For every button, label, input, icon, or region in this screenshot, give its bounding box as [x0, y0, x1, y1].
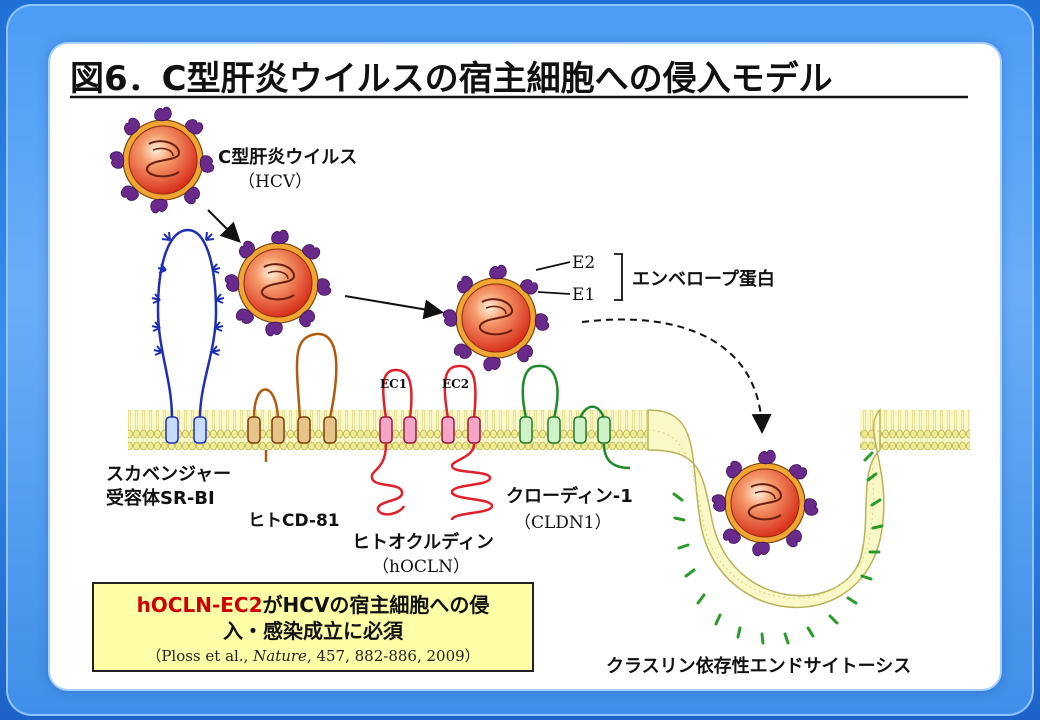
cd81-label: ヒトCD-81: [248, 511, 340, 531]
e1-label: E1: [572, 285, 595, 305]
citation-journal: Nature: [253, 647, 307, 665]
hcv-abbr-label: （HCV）: [238, 172, 312, 192]
hcv-virus-endocytosed: [711, 449, 819, 557]
sr-bi-label-line1: スカベンジャー: [106, 464, 231, 485]
page-title: 図6．C型肝炎ウイルスの宿主細胞への侵入モデル: [70, 59, 833, 99]
citation-authors: （Ploss et al.,: [146, 647, 254, 665]
arrow-to-endocytosis: [581, 318, 772, 434]
endocytic-pit: [647, 408, 885, 609]
callout-line1-rest: がHCVの宿主細胞への侵: [262, 593, 490, 617]
key-finding-callout: hOCLN-EC2がHCVの宿主細胞への侵 入・感染成立に必須 （Ploss e…: [92, 582, 534, 672]
claudin-name-label: クローディン-1: [506, 485, 633, 507]
callout-line1: hOCLN-EC2がHCVの宿主細胞への侵: [94, 592, 532, 618]
sr-bi-receptor: [151, 228, 225, 444]
arrow-virus-to-srbi: [207, 209, 241, 243]
hcv-virus-free: [109, 106, 215, 214]
cd81-receptor: [246, 332, 338, 462]
arrow-srbi-to-ocln: [344, 295, 444, 320]
envelope-protein-label: エンベロープ蛋白: [632, 268, 775, 290]
clathrin-endocytosis-label: クラスリン依存性エンドサイトーシス: [606, 655, 911, 677]
clathrin-coat: [672, 451, 884, 645]
ec1-label: EC1: [380, 377, 407, 391]
hocln-name-label: ヒトオクルディン: [352, 531, 494, 553]
sr-bi-label-line2: 受容体SR-BI: [106, 487, 215, 509]
claudin1-receptor: [518, 364, 631, 470]
callout-highlight: hOCLN-EC2: [136, 593, 263, 617]
hocln-receptor: [370, 364, 494, 521]
citation-details: , 457, 882-886, 2009）: [306, 647, 480, 665]
callout-citation: （Ploss et al., Nature, 457, 882-886, 200…: [94, 644, 532, 668]
claudin-abbr-label: （CLDN1）: [514, 513, 612, 533]
e2-label: E2: [572, 253, 595, 273]
hcv-name-label: C型肝炎ウイルス: [218, 146, 357, 168]
envelope-bracket: [535, 253, 623, 301]
hcv-virus-bound-srbi: [224, 229, 332, 337]
hocln-abbr-label: （hOCLN）: [372, 557, 470, 577]
callout-line2: 入・感染成立に必須: [223, 619, 403, 643]
hcv-virus-bound-ocln: [442, 264, 550, 372]
ec2-label: EC2: [442, 377, 469, 391]
